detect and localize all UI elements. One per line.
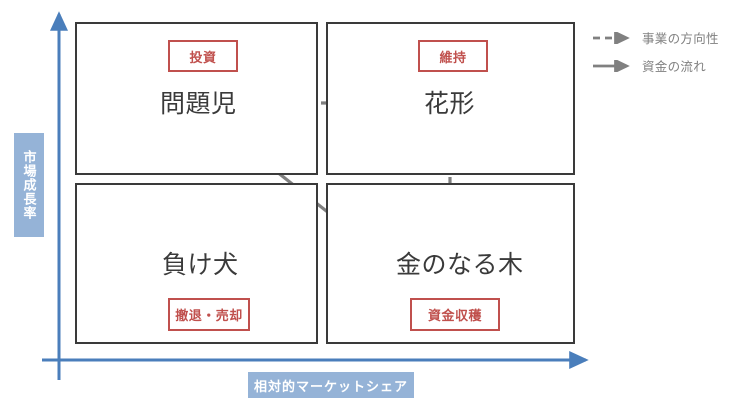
quadrant-title-question-mark: 問題児 bbox=[160, 90, 237, 118]
strategy-tag-invest: 投資 bbox=[168, 40, 238, 72]
legend: 事業の方向性 資金の流れ bbox=[592, 28, 719, 75]
legend-label-business-direction: 事業の方向性 bbox=[642, 32, 719, 46]
strategy-tag-maintain: 維持 bbox=[418, 40, 488, 72]
legend-label-fund-flow: 資金の流れ bbox=[642, 60, 707, 74]
quadrant-title-cash-cow: 金のなる木 bbox=[396, 251, 524, 279]
x-axis-label: 相対的マーケットシェア bbox=[248, 372, 414, 398]
strategy-tag-exit-sell: 撤退・売却 bbox=[168, 298, 250, 331]
legend-item-fund-flow: 資金の流れ bbox=[592, 56, 719, 75]
y-axis-label: 市場成長率 bbox=[14, 133, 44, 237]
dashed-arrow-icon bbox=[593, 31, 630, 44]
quadrant-title-dog: 負け犬 bbox=[162, 251, 239, 279]
solid-arrow-icon bbox=[593, 59, 630, 72]
legend-item-business-direction: 事業の方向性 bbox=[592, 28, 719, 47]
quadrant-title-star: 花形 bbox=[424, 90, 476, 118]
strategy-tag-harvest: 資金収穫 bbox=[410, 298, 500, 331]
